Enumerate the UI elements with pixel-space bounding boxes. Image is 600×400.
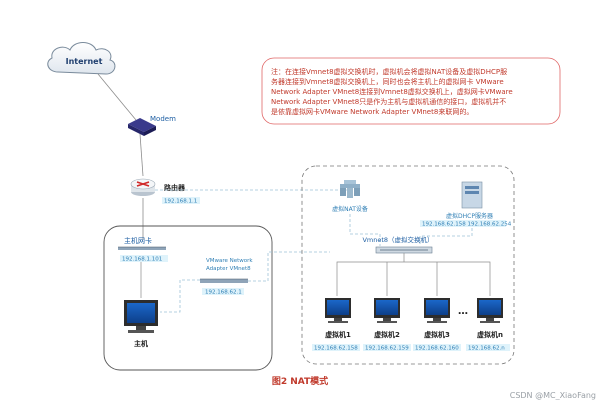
vmn-ip: 192.168.62.n xyxy=(468,346,505,352)
nat-to-switch-link xyxy=(349,214,381,246)
host-panel xyxy=(103,225,273,371)
note-box xyxy=(261,57,561,125)
vm2-label: 虚拟机2 xyxy=(374,330,400,339)
router-ip: 192.168.1.1 xyxy=(164,199,197,205)
dhcp-server-label: 虚拟DHCP服务器 xyxy=(446,212,493,220)
note-line-2: 务器连接到Vmnet8虚拟交换机上，同时也会将主机上的虚拟网卡 VMware xyxy=(271,77,504,86)
vmn-label: 虚拟机n xyxy=(477,330,503,339)
vm2-ip: 192.168.62.159 xyxy=(365,346,409,352)
host-nic-ip: 192.168.1.101 xyxy=(122,257,162,263)
adapter-to-switch-link xyxy=(248,251,330,282)
host-nic-icon xyxy=(118,247,166,250)
vmn-computer-icon xyxy=(477,298,503,323)
vm1-ip: 192.168.62.158 xyxy=(314,346,358,352)
vm-panel xyxy=(301,165,515,365)
modem-router-link xyxy=(139,133,144,177)
note-text: 注：在连接Vmnet8虚拟交换机时，虚拟机会将虚拟NAT设备及虚拟DHCP服 务… xyxy=(271,67,515,116)
note-line-1: 注：在连接Vmnet8虚拟交换机时，虚拟机会将虚拟NAT设备及虚拟DHCP服 xyxy=(271,67,507,76)
note-line-4: Network Adapter VMnet8只是作为主机与虚拟机通信的接口，虚拟… xyxy=(271,97,506,106)
switch-label: Vmnet8（虚拟交换机） xyxy=(362,235,433,244)
note-line-3: Network Adapter VMnet8连接到Vmnet8虚拟交换机上，虚拟… xyxy=(271,87,513,96)
vm1-ip-bar xyxy=(312,344,360,351)
figure-caption: 图2 NAT模式 xyxy=(272,375,328,387)
host-nic-ip-bar xyxy=(120,255,168,262)
vmnet8-adapter-label-line-1: VMware Network xyxy=(206,258,253,264)
internet-cloud: Internet xyxy=(47,42,116,75)
vmnet8-adapter-ip: 192.168.62.1 xyxy=(205,290,242,296)
vm-ellipsis: … xyxy=(458,306,468,317)
modem-label: Modem xyxy=(150,115,176,123)
vm2-ip-bar xyxy=(363,344,411,351)
modem-icon xyxy=(128,118,156,136)
host-label: 主机 xyxy=(134,339,148,348)
vm3-ip-bar xyxy=(413,344,461,351)
nat-device-icon xyxy=(340,180,360,198)
vm2-computer-icon xyxy=(374,298,400,323)
vm-bus xyxy=(336,261,491,276)
nat-device-label: 虚拟NAT设备 xyxy=(332,205,368,213)
vm3-computer-icon xyxy=(424,298,450,323)
dhcp-to-switch-link xyxy=(419,228,473,246)
adapter-to-host-link xyxy=(160,279,200,313)
vm3-ip: 192.168.62.160 xyxy=(415,346,459,352)
vmnet8-switch-icon xyxy=(375,246,433,254)
vm1-label: 虚拟机1 xyxy=(325,330,351,339)
dhcp-server-icon xyxy=(461,181,483,209)
router-label: 路由器 xyxy=(164,183,186,192)
vmnet8-adapter-label: VMware Network Adapter VMnet8 xyxy=(206,258,254,272)
dhcp-ip: 192.168.62.158 192.168.62.254 xyxy=(422,222,512,228)
router-icon xyxy=(130,178,156,196)
watermark: CSDN @MC_XiaoFang xyxy=(510,391,596,400)
host-computer-icon xyxy=(124,300,158,333)
vmnet8-adapter-label-line-2: Adapter VMnet8 xyxy=(206,266,251,272)
note-line-5: 是依靠虚拟网卡VMware Network Adapter VMnet8来联网的… xyxy=(271,107,473,116)
vm1-computer-icon xyxy=(325,298,351,323)
vmnet8-adapter-icon xyxy=(200,279,248,283)
internet-label: Internet xyxy=(66,57,103,66)
vm3-label: 虚拟机3 xyxy=(424,330,450,339)
vmn-ip-bar xyxy=(466,344,510,351)
router-ip-bar xyxy=(162,197,200,204)
internet-modem-link xyxy=(97,73,137,121)
vmnet8-adapter-ip-bar xyxy=(202,288,244,295)
host-nic-label: 主机网卡 xyxy=(124,236,152,245)
dhcp-ip-bar xyxy=(420,220,506,227)
